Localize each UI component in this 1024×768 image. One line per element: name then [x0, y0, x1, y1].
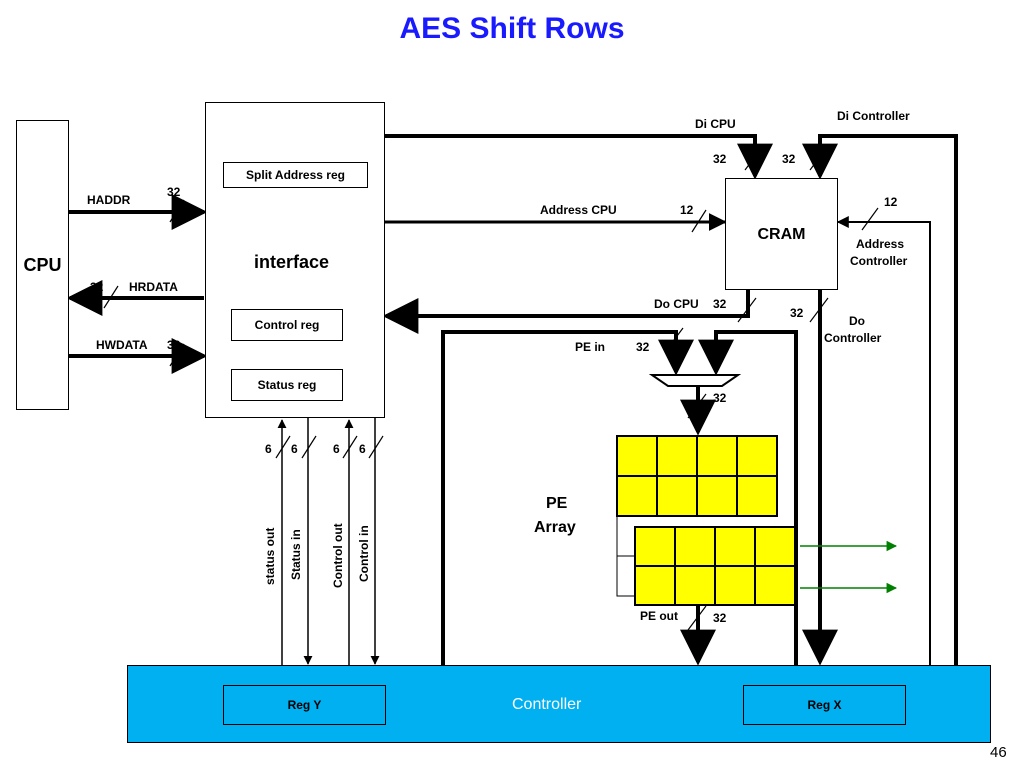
di-cpu-width-tick — [744, 145, 764, 171]
pe-cell — [697, 476, 737, 516]
mux-out-width: 32 — [713, 391, 727, 405]
di-controller-label: Di Controller — [837, 109, 910, 123]
pe-in-width-tick — [664, 327, 684, 353]
control-in-width-tick — [368, 435, 384, 459]
cpu-label: CPU — [23, 255, 62, 275]
pe-out-width: 32 — [713, 611, 727, 625]
address-cpu-width: 12 — [680, 203, 694, 217]
pe-cell — [715, 566, 755, 605]
address-controller-wire — [836, 216, 931, 666]
pe-cell — [657, 436, 697, 476]
pe-cell — [635, 527, 675, 566]
pe-cell — [755, 527, 795, 566]
slide-title: AES Shift Rows — [399, 12, 625, 45]
status-reg: Status reg — [231, 369, 343, 401]
pe-array-back — [616, 435, 778, 517]
di-controller-width: 32 — [782, 152, 796, 166]
address-controller-width-tick — [861, 207, 879, 231]
cpu-block: CPU — [16, 120, 69, 410]
address-controller-label-1: Address — [856, 237, 905, 251]
control-reg: Control reg — [231, 309, 343, 341]
hwdata-label: HWDATA — [96, 338, 148, 352]
do-cpu-wire — [382, 290, 750, 334]
pe-array-label-line2: Array — [534, 519, 576, 536]
address-cpu-label: Address CPU — [540, 203, 617, 217]
do-controller-label-2: Controller — [824, 331, 882, 345]
pe-array-label-line1: PE — [546, 495, 568, 512]
cram-label: CRAM — [757, 226, 806, 243]
di-cpu-label: Di CPU — [695, 117, 736, 131]
split-address-reg: Split Address reg — [223, 162, 368, 188]
pe-array-back-outline — [616, 516, 634, 597]
control-out-width-tick — [342, 435, 358, 459]
cram-block: CRAM — [725, 178, 838, 290]
pe-cell — [617, 476, 657, 516]
di-cpu-wire — [384, 134, 773, 180]
pe-cell — [617, 436, 657, 476]
pe-cell — [635, 566, 675, 605]
address-cpu-width-tick — [691, 209, 707, 233]
do-controller-width: 32 — [790, 306, 804, 320]
cram-to-mux-wire — [698, 330, 798, 666]
status-in-width-tick — [301, 435, 317, 459]
controller-block: Reg Y Controller Reg X — [127, 665, 991, 743]
page-number: 46 — [990, 744, 1007, 761]
status-in-width: 6 — [291, 442, 298, 456]
reg-y: Reg Y — [223, 685, 386, 725]
hwdata-width-tick — [169, 343, 185, 367]
hrdata-width-tick — [103, 285, 119, 309]
control-in-label: Control in — [357, 525, 371, 582]
haddr-label: HADDR — [87, 193, 131, 207]
pe-cell — [675, 566, 715, 605]
do-cpu-label: Do CPU — [654, 297, 699, 311]
pe-in-width: 32 — [636, 340, 650, 354]
pe-array-front — [634, 526, 796, 606]
hrdata-label: HRDATA — [129, 280, 178, 294]
hrdata-width: 32 — [90, 280, 104, 294]
controller-label: Controller — [512, 696, 582, 713]
address-controller-label-2: Controller — [850, 254, 908, 268]
pe-out-width-tick — [687, 605, 707, 631]
reg-x: Reg X — [743, 685, 906, 725]
interface-block: Split Address reg interface Control reg … — [205, 102, 385, 418]
di-controller-wire — [802, 134, 958, 666]
haddr-width-tick — [169, 199, 185, 223]
pe-cell — [697, 436, 737, 476]
mux-out-width-tick — [687, 393, 707, 419]
interface-label: interface — [254, 252, 330, 272]
do-cpu-width-tick — [737, 297, 757, 323]
control-in-width: 6 — [359, 442, 366, 456]
pe-cell — [657, 476, 697, 516]
multiplexer — [648, 374, 742, 387]
status-in-label: Status in — [289, 529, 303, 580]
do-controller-width-tick — [809, 297, 829, 323]
control-out-label: Control out — [331, 523, 345, 588]
pe-cell — [737, 476, 777, 516]
do-controller-label-1: Do — [849, 314, 865, 328]
address-controller-width: 12 — [884, 195, 898, 209]
di-cpu-width: 32 — [713, 152, 727, 166]
pe-in-label: PE in — [575, 340, 606, 354]
pe-cell — [675, 527, 715, 566]
status-out-width: 6 — [265, 442, 272, 456]
controller-to-mux-wire — [441, 330, 694, 666]
haddr-width: 32 — [167, 185, 181, 199]
status-out-width-tick — [275, 435, 291, 459]
control-out-width: 6 — [333, 442, 340, 456]
hwdata-width: 32 — [167, 338, 181, 352]
status-out-label: status out — [263, 527, 277, 585]
pe-cell — [755, 566, 795, 605]
pe-out-label: PE out — [640, 609, 678, 623]
di-controller-width-tick — [809, 145, 829, 171]
pe-cell — [715, 527, 755, 566]
do-cpu-width: 32 — [713, 297, 727, 311]
pe-cell — [737, 436, 777, 476]
